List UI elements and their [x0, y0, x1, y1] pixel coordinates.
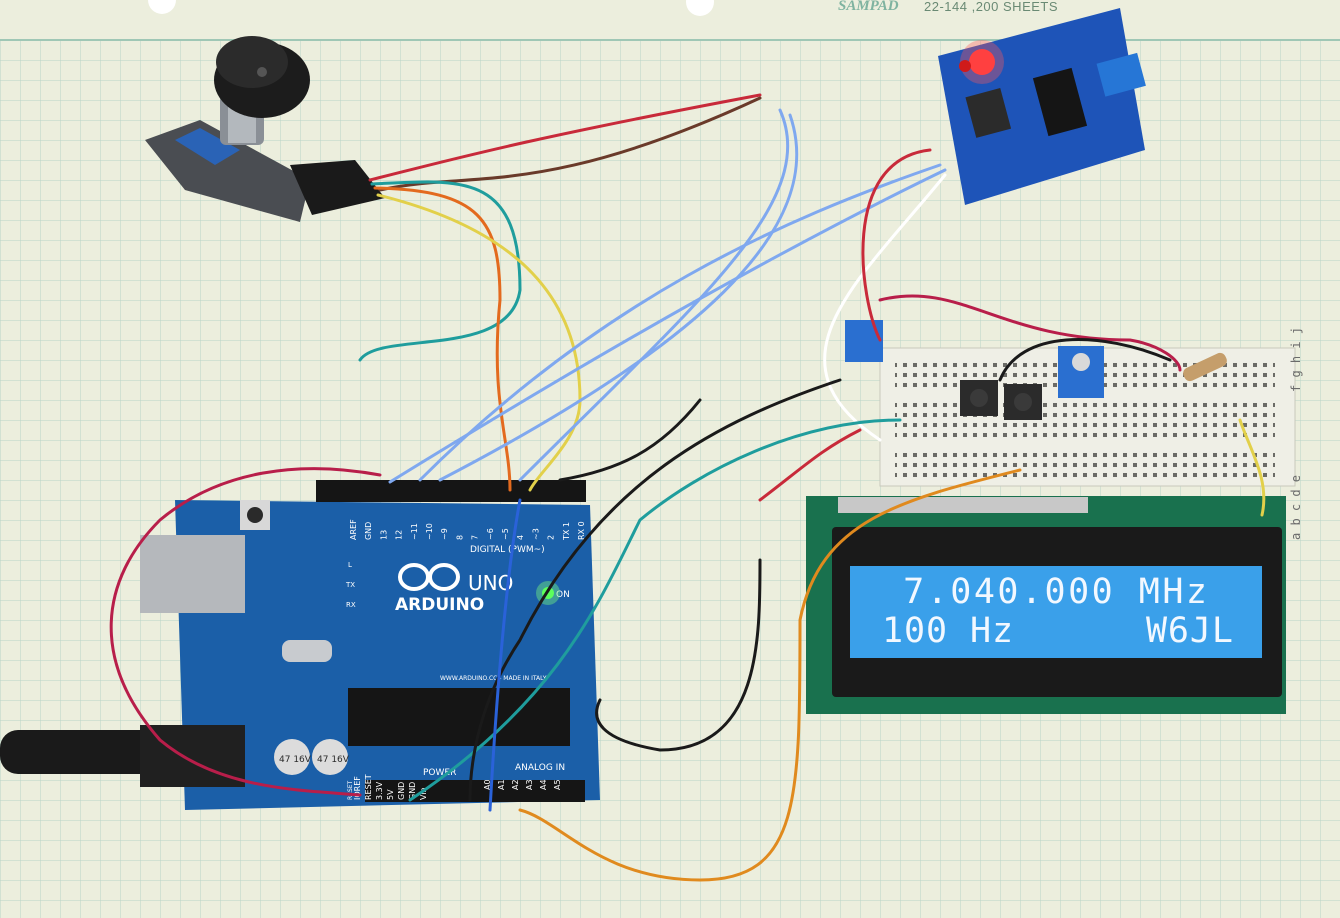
pin-label: ~9 [440, 528, 449, 540]
made-in-label: WWW.ARDUINO.CC - MADE IN ITALY [440, 675, 547, 682]
reset-pin-label: RESET [347, 780, 354, 800]
pin-label: ~3 [531, 528, 540, 540]
pin-label: GND [408, 782, 417, 800]
pin-label: 7 [471, 535, 480, 540]
pin-label: ~10 [425, 523, 434, 540]
pin-label: 2 [547, 535, 556, 540]
capacitor-left [274, 739, 310, 775]
lcd-line-2: 100 Hz W6JL [882, 611, 1234, 651]
lcd-header-pins [838, 497, 1088, 513]
power-header-label: POWER [423, 768, 456, 778]
pin-label: A5 [553, 779, 562, 790]
pin-label: AREF [349, 519, 358, 540]
pin-label: GND [397, 782, 406, 800]
pin-label: A3 [525, 779, 534, 790]
lcd-line-1: 7.040.000 MHz [856, 572, 1208, 612]
pin-label: A4 [539, 779, 548, 790]
capacitor-right-label: 47 16V [317, 755, 350, 765]
digital-header-label: DIGITAL (PWM~) [470, 545, 545, 555]
trim-potentiometer-2[interactable] [845, 320, 883, 362]
trim-potentiometer[interactable] [1096, 52, 1146, 97]
lcd-1602-module: 7.040.000 MHz 100 Hz W6JL [806, 496, 1286, 714]
breadboard-rows-bottom: a b c d e [1289, 475, 1303, 540]
pin-label: A2 [511, 779, 520, 790]
crystal [282, 640, 332, 662]
breadboard-rows-top: f g h i j [1289, 327, 1303, 392]
rx-label: RX [346, 601, 356, 609]
notepad-sheet-info: 22-144 ,200 SHEETS [924, 0, 1058, 14]
tx-label: TX [345, 581, 355, 589]
pin-label: 8 [455, 535, 464, 540]
arduino-brand: ARDUINO [395, 595, 484, 615]
pin-label: RX 0 [577, 521, 586, 540]
capacitor-left-label: 47 16V [279, 755, 312, 765]
pin-label: 13 [379, 530, 388, 540]
encoder-header-connector [290, 160, 385, 215]
capacitor-right [312, 739, 348, 775]
breadboard: f g h i j a b c d e [845, 320, 1303, 540]
lcd-screen [850, 566, 1262, 658]
pin-label: 5V [386, 789, 395, 800]
l-led-label: L [348, 561, 352, 569]
infinity-logo-icon [398, 563, 460, 591]
pin-label: Vin [419, 787, 428, 800]
pin-label: GND [364, 522, 373, 540]
dds-signal-generator-module [938, 8, 1146, 205]
pin-label: ~5 [501, 528, 510, 540]
atmega-chip [348, 688, 570, 746]
pin-label: 3.3V [375, 781, 384, 800]
on-led-label: ON [556, 590, 570, 600]
analog-header-label: ANALOG IN [515, 763, 565, 773]
pin-label: TX 1 [562, 522, 571, 541]
pin-label: 12 [395, 530, 404, 540]
digital-pin-labels: AREF GND 13 12 ~11 ~10 ~9 8 7 ~6 ~5 4 ~3 2 TX 1 RX 0 [349, 519, 586, 541]
binder-hole [686, 0, 714, 16]
pin-label: RESET [364, 774, 373, 800]
digital-header [316, 480, 586, 502]
rotary-encoder-module [145, 36, 385, 222]
power-analog-header [365, 780, 585, 802]
pin-label: 4 [516, 535, 525, 540]
pin-label: ~6 [486, 528, 495, 540]
notepad-brand: SAMPAD [838, 0, 899, 14]
analog-pin-labels: A0 A1 A2 A3 A4 A5 [483, 779, 562, 790]
binder-hole [148, 0, 176, 14]
resistor [1183, 352, 1227, 382]
pin-label: IOREF [353, 776, 362, 800]
pin-label: A1 [497, 779, 506, 790]
dc-power-cable [0, 730, 160, 774]
red-led [969, 49, 995, 75]
usb-port [140, 535, 245, 613]
pin-label: ~11 [410, 523, 419, 540]
jumper-wires [109, 93, 1266, 882]
pin-label: A0 [483, 779, 492, 790]
